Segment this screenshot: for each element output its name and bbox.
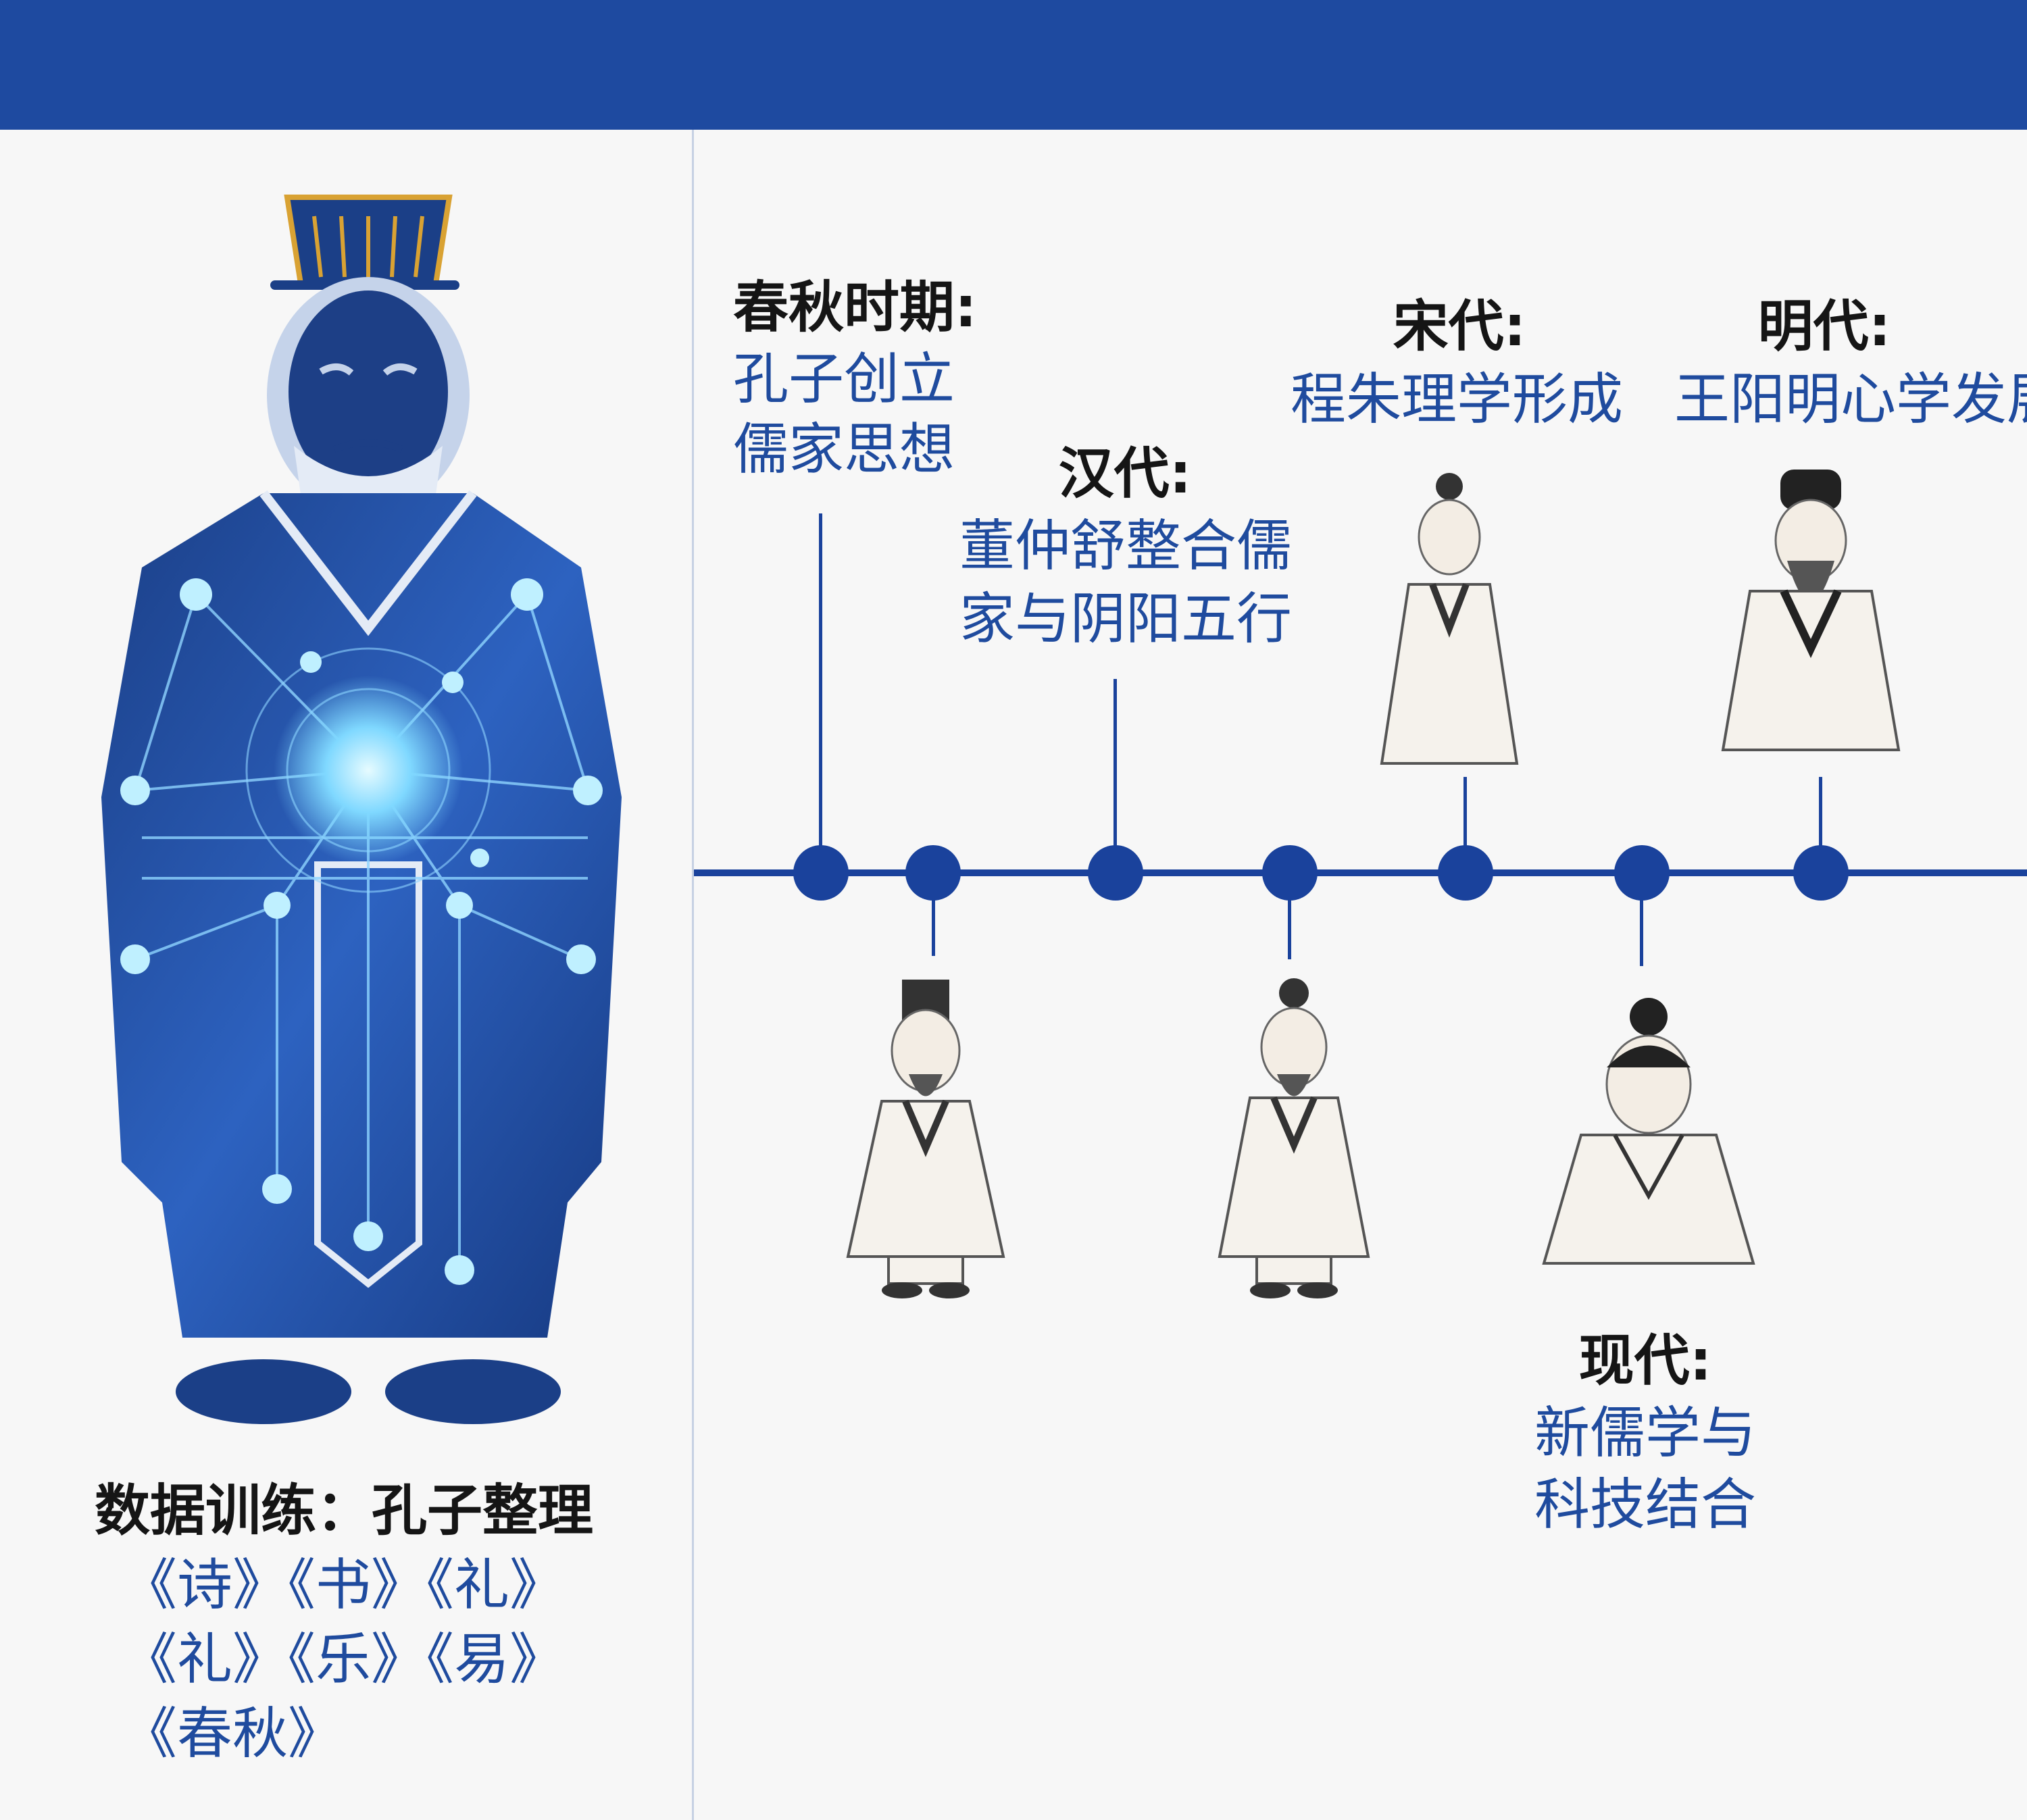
- era-modern: 现代:: [1578, 1329, 1712, 1393]
- digital-confucius-figure: [101, 195, 622, 1424]
- timeline-node-ming: [1793, 845, 1849, 901]
- stem-song: [1463, 777, 1467, 851]
- scholar-figure-song: [1380, 473, 1519, 765]
- scholar-figure-han-1: [846, 980, 1005, 1298]
- robe: [101, 493, 622, 1338]
- stem-node-4: [1288, 878, 1291, 959]
- era-han: 汉代:: [1058, 442, 1192, 506]
- event-modern-2: 科技结合: [1534, 1473, 1756, 1537]
- era-song: 宋代:: [1393, 295, 1526, 359]
- stem-node-2: [932, 878, 935, 956]
- classics-line-1: 《诗》《书》《礼》: [122, 1553, 566, 1617]
- scholar-figure-han-2: [1218, 978, 1370, 1298]
- event-chunqiu-1: 孔子创立: [733, 347, 955, 411]
- scholar-figure-ming: [1721, 470, 1901, 751]
- stem-chunqiu: [819, 513, 822, 851]
- classics-line-2: 《礼》《乐》《易》: [122, 1627, 566, 1692]
- event-ming: 王阳明心学发展: [1674, 368, 2027, 432]
- scholar-figure-modern: [1542, 998, 1755, 1265]
- classics-line-3: 《春秋》: [122, 1702, 344, 1766]
- panel-divider: [692, 130, 694, 1820]
- event-han-2: 家与阴阳五行: [959, 587, 1293, 651]
- event-modern-1: 新儒学与: [1534, 1401, 1756, 1465]
- timeline-node-chunqiu: [793, 845, 849, 901]
- stem-node-6: [1640, 878, 1643, 966]
- timeline-axis: [694, 869, 2027, 876]
- stem-han: [1113, 679, 1117, 851]
- timeline-node-song: [1438, 845, 1493, 901]
- event-chunqiu-2: 儒家思想: [733, 418, 955, 482]
- stem-ming: [1819, 777, 1822, 851]
- event-han-1: 董仲舒整合儒: [959, 514, 1293, 578]
- data-training-title: 数据训练：孔子整理: [95, 1479, 594, 1543]
- era-chunqiu: 春秋时期:: [733, 276, 977, 340]
- header-banner: [0, 0, 2027, 130]
- era-ming: 明代:: [1757, 295, 1891, 359]
- event-song: 程朱理学形成: [1291, 368, 1624, 432]
- timeline-node-han: [1088, 845, 1143, 901]
